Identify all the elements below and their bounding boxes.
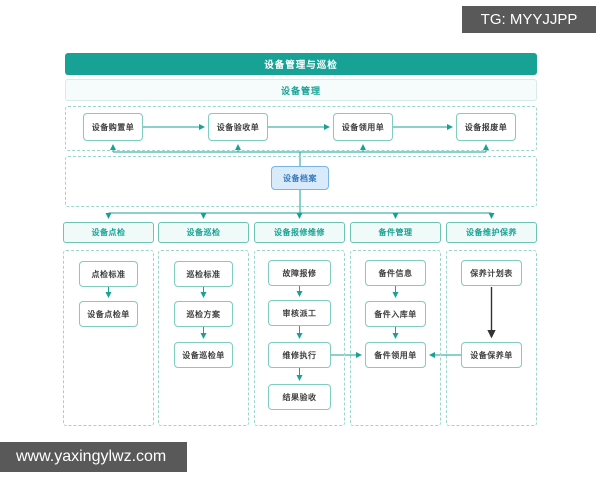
watermark-top-right: TG: MYYJJPP [462,6,596,33]
column-maintenance [446,250,537,426]
flow-node-requisition-order: 设备领用单 [333,113,393,141]
section-header-spare-parts: 备件管理 [350,222,441,243]
node-spot-check-standard: 点检标准 [79,261,138,287]
flow-node-scrap-order: 设备报废单 [456,113,516,141]
node-maintenance-schedule: 保养计划表 [461,260,522,286]
section-header-maintenance: 设备维护保养 [446,222,537,243]
node-spare-part-inbound: 备件入库单 [365,301,426,327]
node-maintenance-form: 设备保养单 [461,342,522,368]
node-review-dispatch: 审核派工 [268,300,331,326]
node-spare-part-requisition: 备件领用单 [365,342,426,368]
lifecycle-group [65,106,537,151]
archive-group [65,156,537,207]
node-inspection-standard: 巡检标准 [174,261,233,287]
node-spot-check-form: 设备点检单 [79,301,138,327]
flow-node-acceptance-order: 设备验收单 [208,113,268,141]
node-inspection-plan: 巡检方案 [174,301,233,327]
section-header-spot-check: 设备点检 [63,222,154,243]
diagram-subtitle-bar: 设备管理 [65,79,537,101]
node-fault-report: 故障报修 [268,260,331,286]
column-inspection [158,250,249,426]
section-header-repair: 设备报修维修 [254,222,345,243]
column-spare-parts [350,250,441,426]
column-spot-check [63,250,154,426]
watermark-bottom-left: www.yaxingylwz.com [0,442,187,472]
column-repair [254,250,345,426]
node-spare-part-info: 备件信息 [365,260,426,286]
section-header-inspection: 设备巡检 [158,222,249,243]
archive-node: 设备档案 [271,166,329,190]
flow-node-purchase-order: 设备购置单 [83,113,143,141]
node-repair-execution: 维修执行 [268,342,331,368]
node-result-acceptance: 结果验收 [268,384,331,410]
diagram-title-bar: 设备管理与巡检 [65,53,537,75]
node-inspection-form: 设备巡检单 [174,342,233,368]
